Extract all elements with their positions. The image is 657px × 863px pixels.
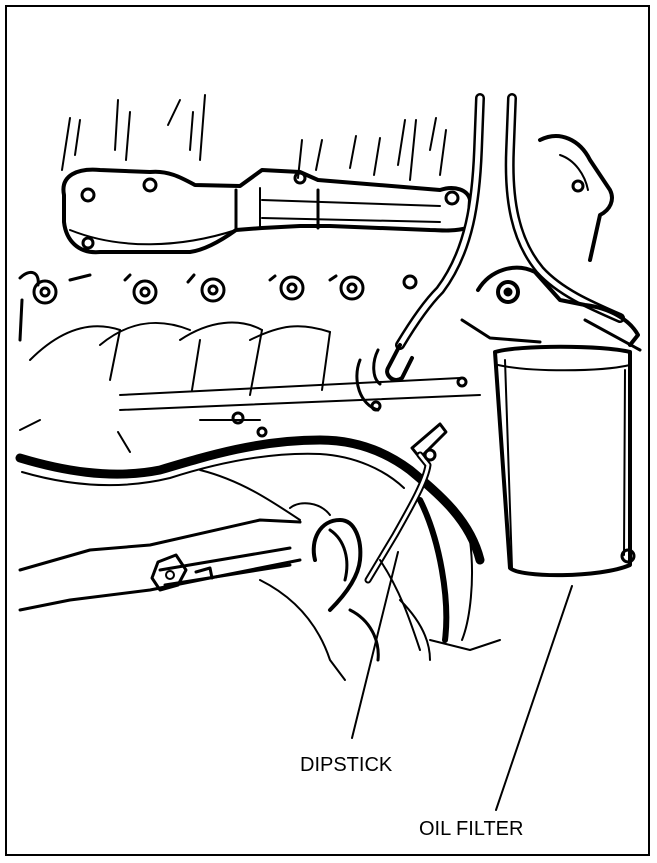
dipstick-leader-line (352, 552, 398, 738)
manifold-cover (63, 170, 470, 253)
engine-block-lines (20, 323, 480, 452)
head-bolts (20, 272, 416, 340)
oil-filter-label: OIL FILTER (419, 818, 523, 841)
oil-filter-leader-line (496, 586, 572, 810)
dipstick-label: DIPSTICK (300, 754, 392, 777)
oil-pan-edge (20, 440, 480, 640)
lower-bracket (20, 520, 300, 610)
engine-top-strokes (62, 95, 446, 180)
oil-filter (495, 347, 634, 575)
